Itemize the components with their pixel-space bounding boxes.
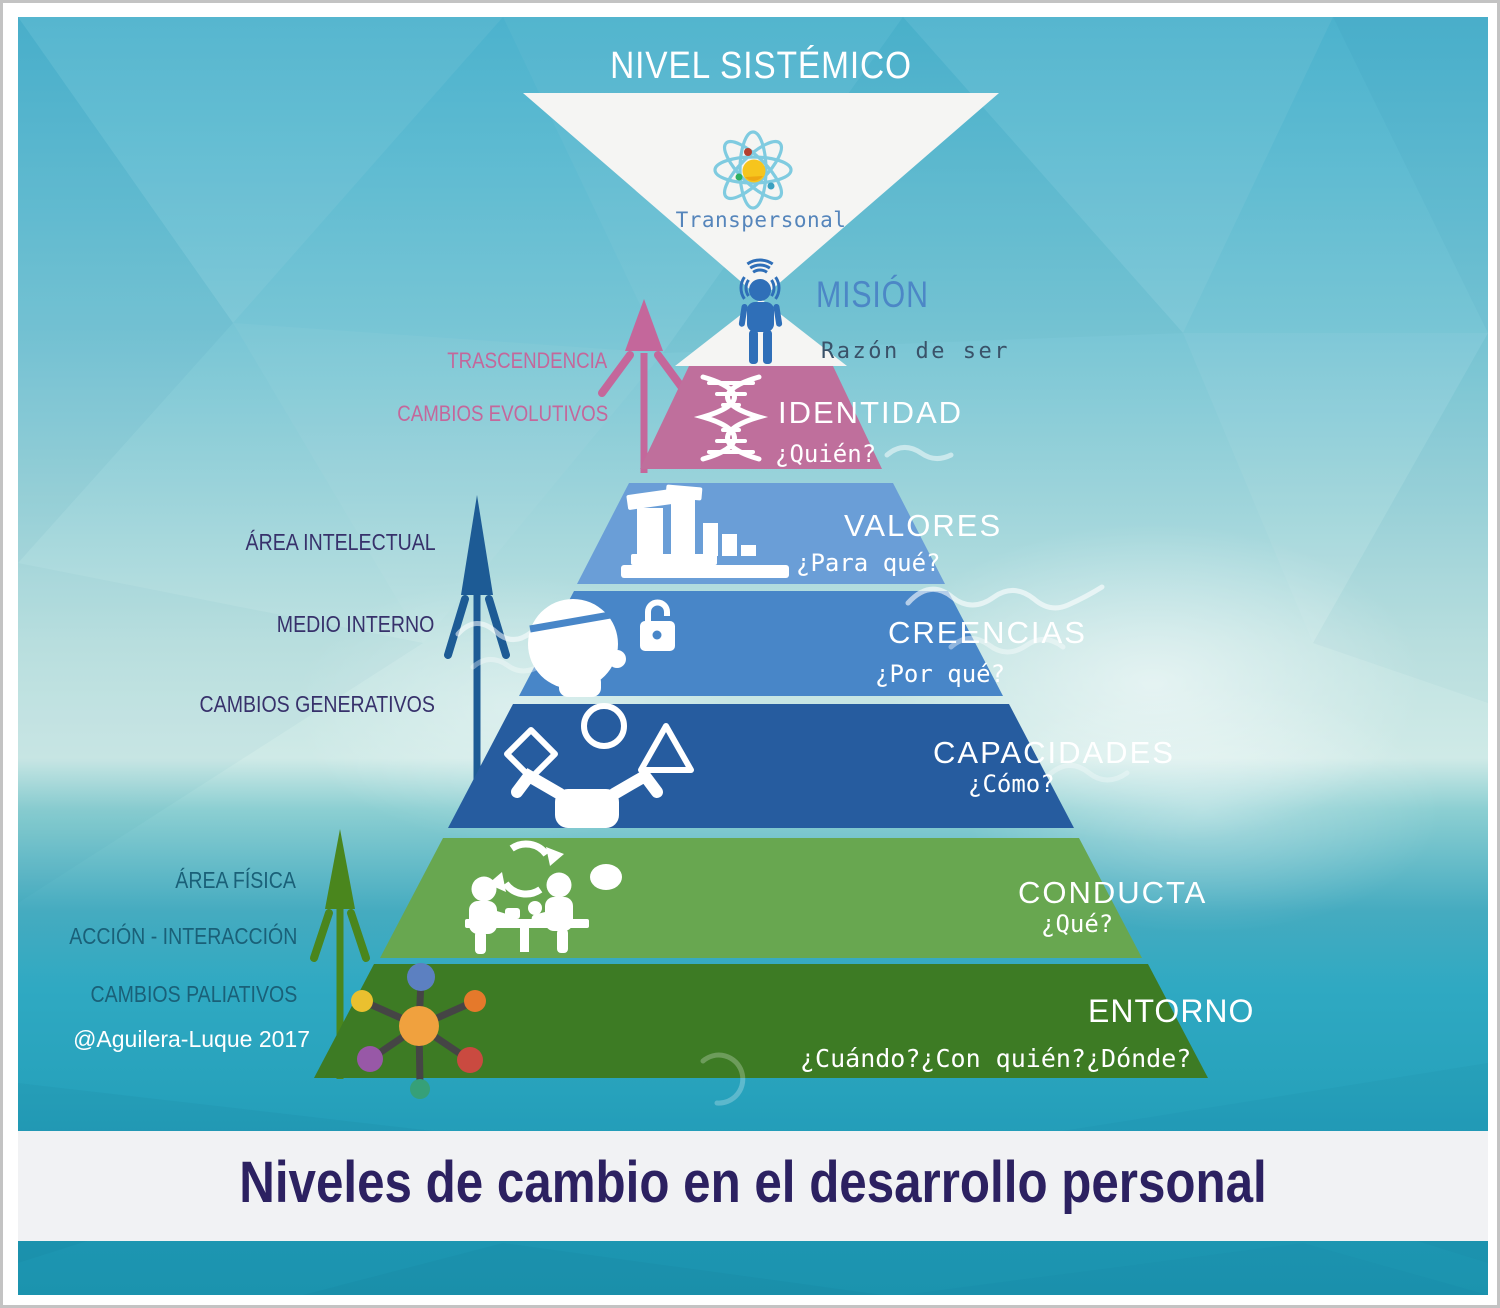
footer-band xyxy=(18,1131,1488,1241)
label-area-intelectual: ÁREA INTELECTUAL xyxy=(245,529,436,555)
level-question-conducta: ¿Qué? xyxy=(1041,910,1114,938)
level-label-valores: VALORES xyxy=(844,508,1003,543)
author-credit: @Aguilera-Luque 2017 xyxy=(73,1026,310,1052)
level-label-conducta: CONDUCTA xyxy=(1018,875,1208,910)
systemic-level-title: NIVEL SISTÉMICO xyxy=(610,45,912,87)
level-label-identidad: IDENTIDAD xyxy=(778,395,964,430)
mission-subtitle: Razón de ser xyxy=(821,339,1010,364)
level-question-capacidades: ¿Cómo? xyxy=(968,770,1055,798)
mission-title: MISIÓN xyxy=(816,274,929,315)
label-cambios-generativos: CAMBIOS GENERATIVOS xyxy=(199,691,435,717)
label-accion-interaccion: ACCIÓN - INTERACCIÓN xyxy=(68,923,297,949)
label-medio-interno: MEDIO INTERNO xyxy=(276,611,434,637)
level-label-entorno: ENTORNO xyxy=(1088,993,1255,1029)
label-area-fisica: ÁREA FÍSICA xyxy=(175,867,296,893)
level-question-identidad: ¿Quién? xyxy=(775,440,877,468)
level-question-valores: ¿Para qué? xyxy=(796,549,941,577)
level-question-entorno: ¿Cuándo?¿Con quién?¿Dónde? xyxy=(800,1044,1192,1073)
label-cambios-paliativos: CAMBIOS PALIATIVOS xyxy=(90,981,297,1007)
transpersonal-label: Transpersonal xyxy=(675,208,847,232)
level-label-creencias: CREENCIAS xyxy=(888,615,1087,650)
label-cambios-evolutivos: CAMBIOS EVOLUTIVOS xyxy=(397,401,608,426)
footer-title: Niveles de cambio en el desarrollo perso… xyxy=(239,1150,1267,1215)
label-trascendencia: TRASCENDENCIA xyxy=(446,348,607,373)
level-question-creencias: ¿Por qué? xyxy=(875,660,1006,688)
level-label-capacidades: CAPACIDADES xyxy=(933,735,1175,770)
